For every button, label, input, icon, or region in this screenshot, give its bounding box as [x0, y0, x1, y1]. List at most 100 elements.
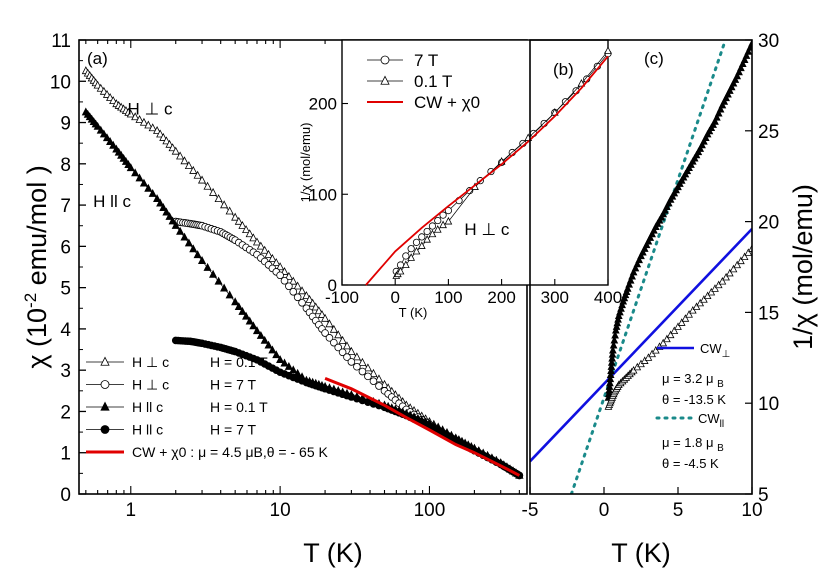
y-tick-label: 9 [60, 114, 71, 135]
data-point [629, 267, 638, 276]
data-point [663, 202, 671, 211]
data-point [613, 318, 622, 327]
legend-field: H = 7 T [210, 377, 256, 393]
data-point [707, 287, 716, 296]
cw-perp-line [530, 228, 752, 463]
y-tick-label: 10 [50, 72, 71, 93]
data-point [712, 113, 721, 121]
data-point [180, 232, 189, 241]
data-point [711, 284, 719, 292]
y-axis-label: 1/χ (mol/emu) [298, 123, 313, 203]
data-point [99, 129, 108, 138]
series-line-red [365, 55, 609, 286]
data-point [189, 165, 198, 174]
legend-label: H ll c [132, 422, 163, 438]
data-point [628, 271, 636, 280]
data-point [605, 385, 614, 394]
data-point [638, 247, 647, 256]
data-point [727, 82, 736, 91]
data-point [334, 330, 343, 339]
data-point [640, 244, 649, 252]
data-point [148, 188, 157, 197]
y-tick-label: 5 [60, 279, 71, 300]
data-point [176, 151, 185, 160]
data-point [358, 357, 367, 366]
data-point [162, 207, 171, 216]
data-point [203, 262, 212, 271]
data-point [604, 389, 613, 398]
data-point [608, 354, 616, 362]
data-point [314, 306, 323, 315]
data-point [148, 123, 157, 132]
data-point [334, 343, 343, 352]
y-tick-label: 200 [309, 95, 337, 114]
data-point [444, 216, 453, 225]
annotation: H ll c [93, 192, 131, 211]
data-point [722, 93, 730, 102]
data-point [165, 139, 174, 148]
y-tick-label: 10 [758, 394, 779, 415]
panel-label: (a) [87, 49, 108, 68]
data-point [280, 358, 289, 367]
data-point [184, 238, 193, 247]
data-point [165, 211, 174, 220]
y-tick-label: 100 [309, 185, 337, 204]
annotation: H ⊥ c [127, 99, 173, 118]
data-point [604, 46, 612, 54]
legend-label: μ = 3.2 μ B [662, 371, 724, 390]
data-point [245, 229, 254, 238]
data-point [131, 112, 140, 121]
data-point [180, 156, 189, 165]
data-point [252, 237, 262, 246]
data-point [374, 374, 384, 383]
data-point [428, 229, 437, 238]
data-point [342, 341, 352, 350]
data-point [677, 318, 686, 326]
data-point [729, 264, 738, 273]
data-point [308, 298, 317, 307]
data-point [298, 298, 306, 307]
legend-label: CWll [698, 411, 724, 430]
data-point [293, 281, 302, 290]
legend-marker [100, 401, 110, 411]
data-point [193, 170, 202, 179]
data-point [718, 276, 727, 285]
data-point [245, 316, 254, 325]
x-tick-label: 0 [599, 500, 610, 521]
data-point [285, 282, 293, 291]
data-point [439, 211, 447, 219]
x-axis-label: T (K) [399, 305, 428, 320]
y-tick-label: 20 [758, 213, 779, 234]
x-tick-label: 5 [673, 500, 684, 521]
data-point [302, 291, 311, 300]
y-tick-label: 2 [60, 402, 71, 423]
data-point [434, 216, 442, 225]
x-tick-label: 0 [390, 288, 399, 307]
data-point [126, 109, 135, 118]
data-point [607, 362, 616, 370]
data-point [633, 259, 642, 268]
data-point [276, 271, 284, 280]
data-point [280, 276, 289, 285]
data-point [685, 310, 693, 318]
legend-marker [100, 380, 110, 389]
data-point [663, 334, 671, 343]
data-point [96, 125, 105, 134]
legend-marker [100, 425, 110, 434]
data-point [609, 345, 617, 354]
data-point [168, 143, 177, 152]
data-point [242, 225, 251, 233]
data-point [733, 71, 742, 80]
data-point [264, 249, 273, 258]
data-point [610, 335, 619, 344]
legend-label: 7 T [414, 51, 438, 70]
data-point [670, 326, 679, 334]
legend-label: H ⊥ c [132, 377, 169, 393]
data-point [197, 175, 207, 184]
y-axis-label: 1/χ (mol/emu) [788, 184, 818, 350]
data-point [144, 120, 153, 129]
series-triangle-open [604, 244, 752, 410]
data-point [256, 241, 265, 250]
data-point [284, 271, 293, 280]
